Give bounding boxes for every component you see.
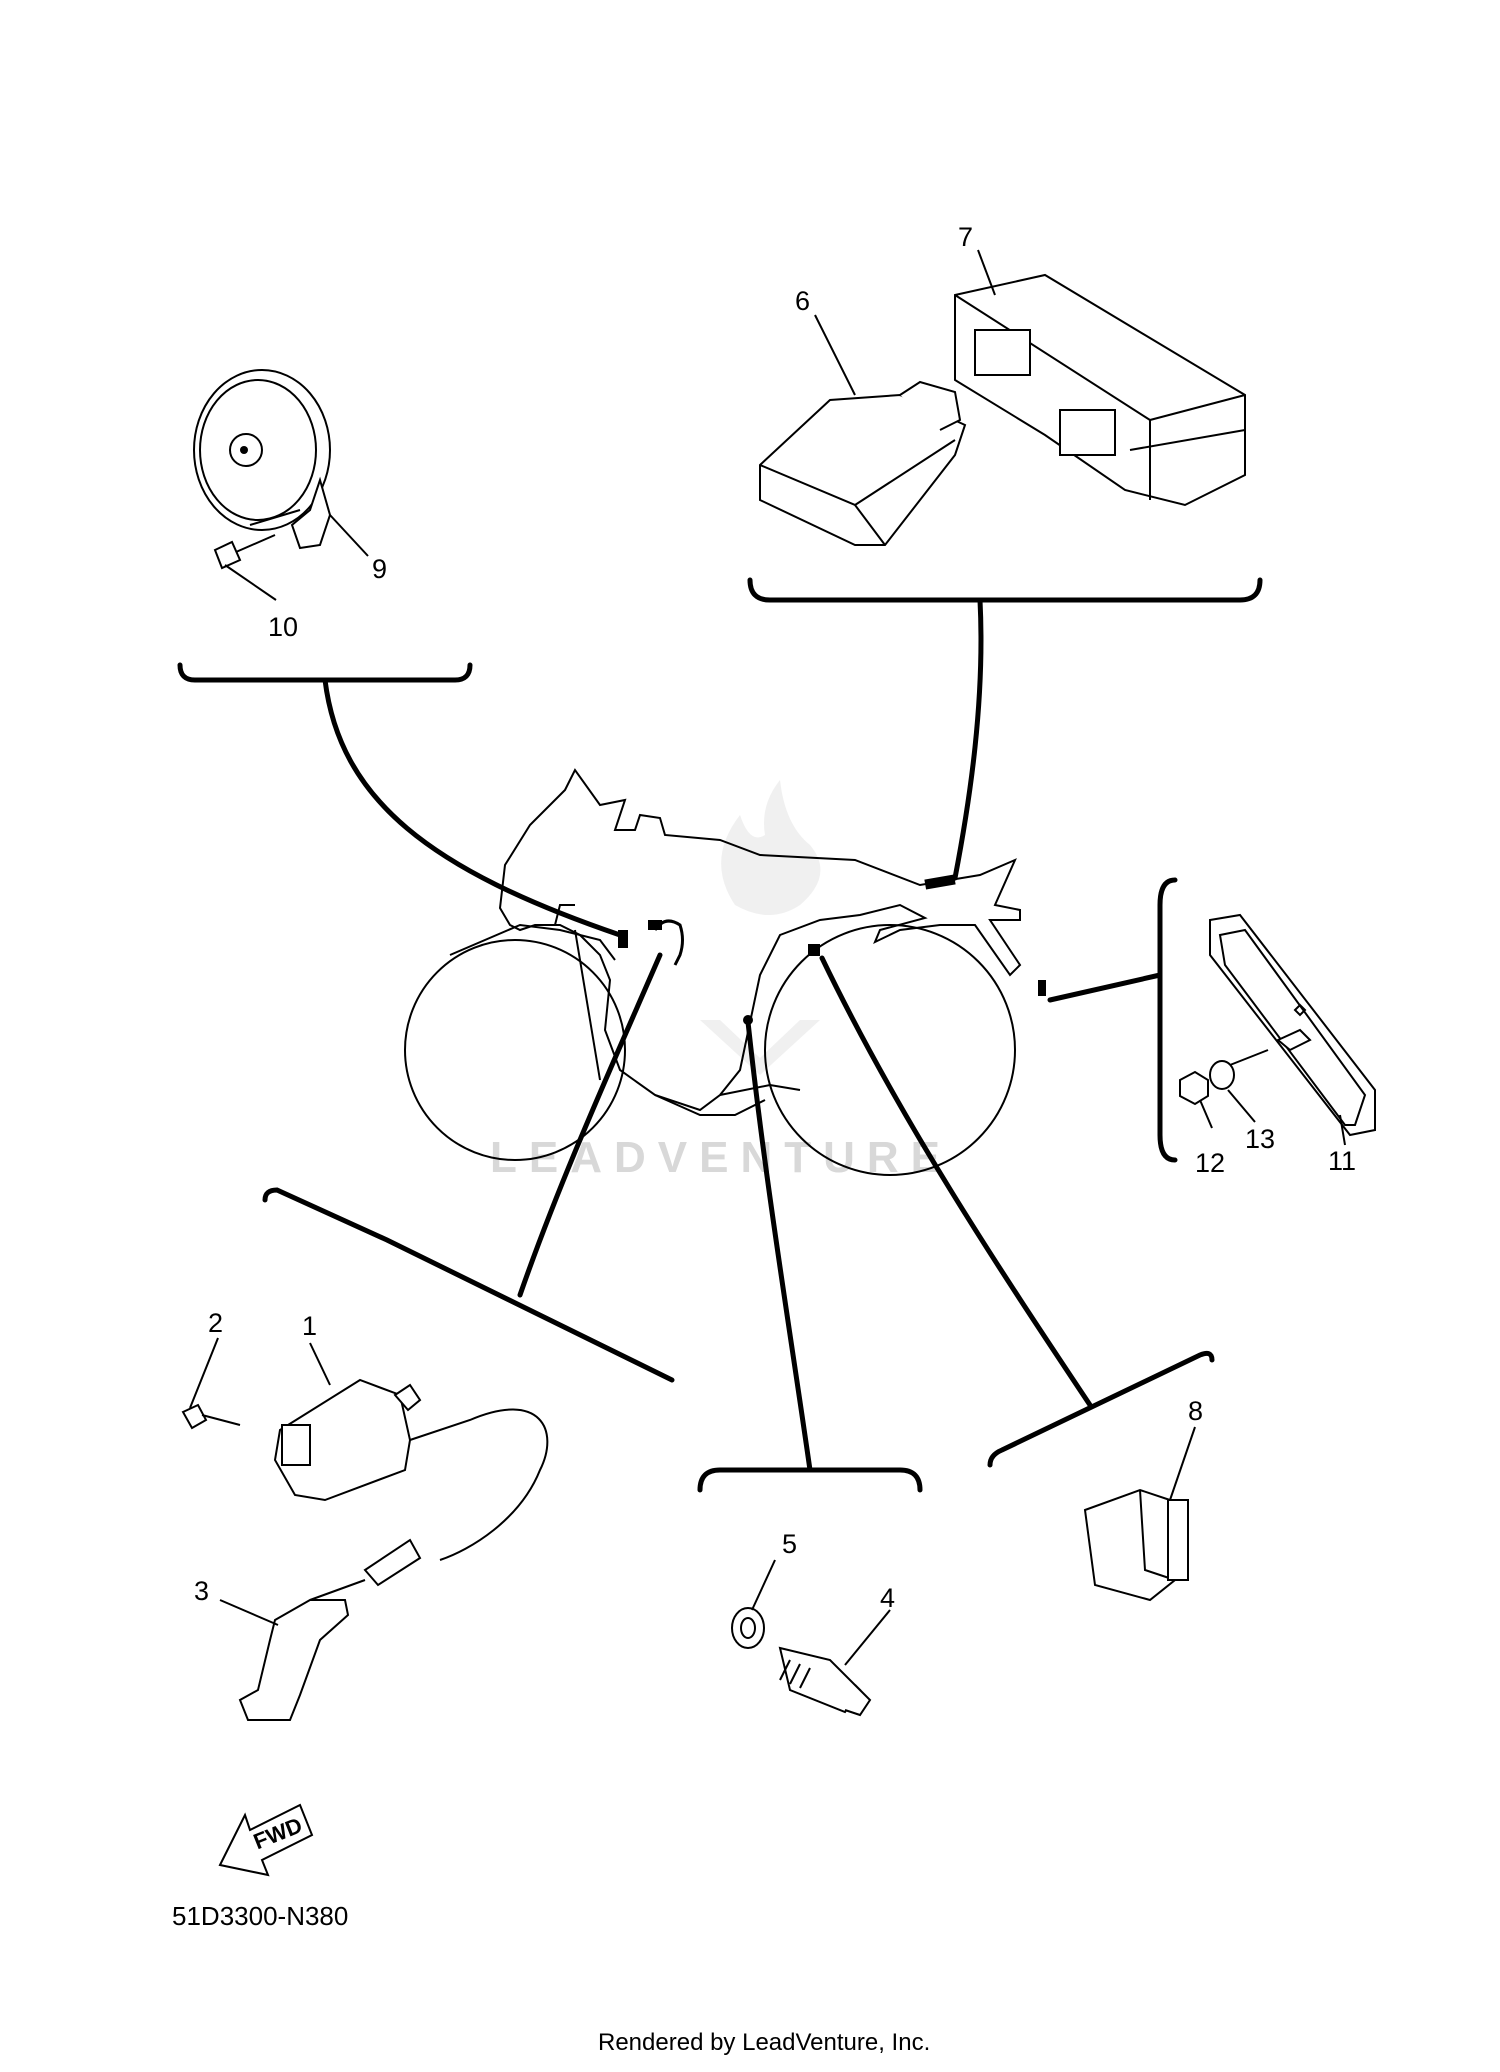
watermark-logo [700, 780, 821, 1075]
thermo-switch-part [778, 1646, 872, 1717]
callout-5: 5 [782, 1529, 797, 1559]
relay-part [1083, 1488, 1189, 1602]
callout-9: 9 [372, 554, 387, 584]
horn-part [193, 369, 332, 550]
callout-1: 1 [302, 1311, 317, 1341]
callout-6: 6 [795, 286, 810, 316]
callout-11: 11 [1328, 1146, 1356, 1176]
diagram-code: 51D3300-N380 [172, 1901, 348, 1931]
callout-10: 10 [268, 612, 298, 642]
leader-lines [322, 597, 1163, 1473]
group-brackets [177, 577, 1263, 1493]
bolt-10-part [213, 534, 276, 570]
fuse-box-part [954, 273, 1246, 507]
render-credit: Rendered by LeadVenture, Inc. [598, 2029, 930, 2056]
plug-cap-part [238, 1538, 422, 1721]
callout-2: 2 [208, 1308, 223, 1338]
fwd-arrow-icon: FWD [218, 1803, 314, 1877]
callout-4: 4 [880, 1583, 895, 1613]
callout-7: 7 [958, 222, 973, 252]
callout-3: 3 [194, 1576, 209, 1606]
gasket-part [731, 1607, 765, 1649]
ecu-part [759, 380, 967, 546]
location-markers [618, 874, 1046, 1025]
callout-12: 12 [1195, 1148, 1225, 1178]
callout-leaders [189, 249, 1346, 1666]
ignition-coil-part [273, 1378, 549, 1561]
plate-light-part [1179, 913, 1376, 1137]
motorcycle-outline [404, 768, 1022, 1176]
callout-8: 8 [1188, 1396, 1203, 1426]
callout-13: 13 [1245, 1124, 1275, 1154]
bolt-2-part [181, 1403, 241, 1430]
